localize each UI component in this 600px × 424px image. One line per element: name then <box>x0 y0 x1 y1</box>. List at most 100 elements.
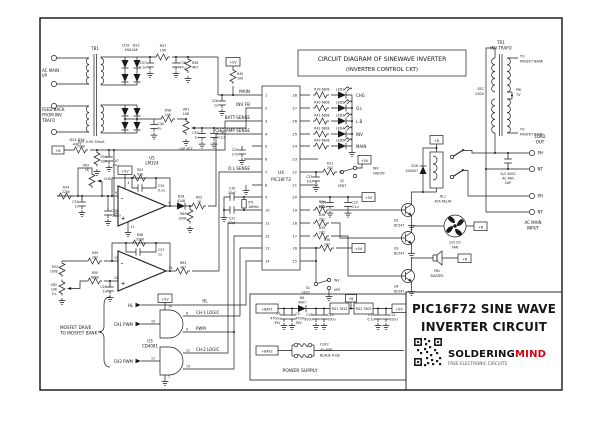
pb1-ref: PB1 <box>434 269 440 273</box>
q3-part: BC547 <box>394 252 404 256</box>
fan-cap-label1: AC FAN <box>502 177 514 181</box>
vr1-val: 10K <box>183 112 190 116</box>
svg-text:100u: 100u <box>390 317 398 321</box>
mcu-pin-stubs <box>244 94 318 262</box>
feedback-label3: TRAFO <box>41 118 55 123</box>
svg-text:21: 21 <box>292 184 297 188</box>
fan-blades <box>446 216 464 236</box>
c30-ref: C30 <box>229 187 235 191</box>
svg-text:100u: 100u <box>304 317 312 321</box>
r65-ref: R65 <box>180 212 186 216</box>
r52-ref: R52 <box>196 196 202 200</box>
plusb-box: +B <box>462 257 468 261</box>
led-label: LED4 <box>336 127 344 131</box>
c47-val: 47u <box>113 164 119 168</box>
c33-ref: C33 <box>112 209 118 213</box>
c37-ref: C37 <box>140 61 146 65</box>
led-resistor-label: R43 680E <box>314 139 329 143</box>
svg-text:35V: 35V <box>274 321 281 325</box>
c32-ref: C32 <box>72 200 78 204</box>
section-titleblock: PIC16F72 SINE WAVE INVERTER CIRCUIT SOLD… <box>405 291 563 391</box>
fan-cap-label2: CAP <box>505 181 511 185</box>
s2-function1: INV <box>373 167 379 171</box>
r31-val: 2K2 <box>327 166 333 170</box>
net-main: MAIN <box>239 89 250 94</box>
c34-ref: C34 <box>158 184 164 188</box>
tr1-sec-v: 230V <box>475 92 484 96</box>
plus5v-box: +5V <box>161 297 169 301</box>
section-ac-sense: TB1 AC MAIN I/P 0-9V 50mA D19 - D22 1N41… <box>42 44 252 144</box>
r50-ref: R50 <box>92 271 98 275</box>
c38-val: 0.1u <box>218 136 225 140</box>
r49-val: 2K2 <box>92 255 98 259</box>
s2-type: SPDT <box>338 184 346 188</box>
tr1-sec: SEC <box>477 87 484 91</box>
svg-text:23: 23 <box>292 158 297 162</box>
svg-text:C20: C20 <box>328 313 334 317</box>
net-ch1-logic: CH-1 LOGIC <box>196 310 220 315</box>
u5-ref: U5 <box>149 156 155 161</box>
mcu-part: PIC16F72 <box>271 177 291 182</box>
c37-val: 0.1u <box>139 66 146 70</box>
tr1-ref: TR1 <box>496 40 505 45</box>
s1-option-inv: INV <box>334 279 340 283</box>
project-title-line1: PIC16F72 SINE WAVE <box>412 302 556 316</box>
svg-text:4: 4 <box>265 133 268 137</box>
r54-val: 33K <box>101 160 108 164</box>
c36-val: 47u <box>180 66 186 70</box>
tr1-name: INV TRAFO <box>490 46 511 51</box>
net-pwm: PWM <box>196 326 206 331</box>
svg-text:8: 8 <box>265 184 268 188</box>
r35-ref: R35 <box>319 226 325 230</box>
tb1-ref: TB1 <box>90 46 99 51</box>
gate-pin8: 8 <box>186 312 188 316</box>
q4-part: BC547 <box>394 290 404 294</box>
led-signal: INV <box>356 132 363 137</box>
brand-wordmark: SOLDERINGMIND <box>448 349 546 360</box>
load-out-label1: LOAD <box>535 134 546 139</box>
c25-val: 10u <box>306 180 312 184</box>
c39-ref: C39 <box>192 131 198 135</box>
section-output: Q2 BC547 Q3 BC547 Q4 BC547 D18 1N4007 +B… <box>394 135 529 296</box>
op1-pin4: 4 <box>128 181 130 185</box>
qr-code <box>412 336 444 368</box>
c23-ref: C23 <box>352 201 358 205</box>
ac-main-label2: I/P <box>42 73 48 78</box>
net-ch1pwm: CH1 PWM <box>114 322 134 327</box>
c34-val: 0.1u <box>158 189 165 193</box>
logic-wires <box>141 222 252 379</box>
load-out-label2: OUT <box>536 140 545 145</box>
c28-val: 1u <box>102 290 106 294</box>
r33-ref: R33 <box>52 265 58 269</box>
r48-val: 330K <box>136 237 145 241</box>
r45-val: 10K <box>237 77 244 81</box>
tb1-rating: 0-9V 50mA <box>86 140 106 144</box>
r38-val: 2K2 <box>324 242 330 246</box>
s2-function2: ON/OFF <box>373 172 385 176</box>
net-ch2pwm: CH2 PWM <box>114 359 134 364</box>
vr2-setting: O.L <box>52 292 57 296</box>
led-label: LED5 <box>336 139 344 143</box>
c31-ref: C31 <box>229 217 235 221</box>
q2-ref: Q2 <box>394 219 399 223</box>
r38-ref: R38 <box>324 238 330 242</box>
xtal-ref: XTL <box>248 201 254 205</box>
svg-text:17: 17 <box>292 235 297 239</box>
section-feedback: FEED BACK FROM INV TRAFO D23-D26 4007 C4… <box>41 103 252 151</box>
vr3-val: 1K <box>85 168 90 172</box>
ac-main-input2: INPUT <box>527 226 540 231</box>
r50-val: 680E <box>91 275 99 279</box>
c36-ref: C36 <box>180 61 186 65</box>
op1-pin10: 10 <box>114 211 118 215</box>
vr3-ref: VR3 <box>83 164 89 168</box>
section-leds: R39 680E LED1 CHG R40 680E LED2 O.L R41 … <box>312 86 366 157</box>
net-hl-arrow: HL <box>128 303 134 308</box>
u3-part: CD4081 <box>142 344 159 349</box>
led-resistor-label: R39 680E <box>314 88 329 92</box>
svg-text:20: 20 <box>292 196 297 200</box>
vr2-ref: VR2 <box>51 283 57 287</box>
r34-val: 220E <box>62 190 70 194</box>
gate-pin9: 9 <box>186 328 188 332</box>
